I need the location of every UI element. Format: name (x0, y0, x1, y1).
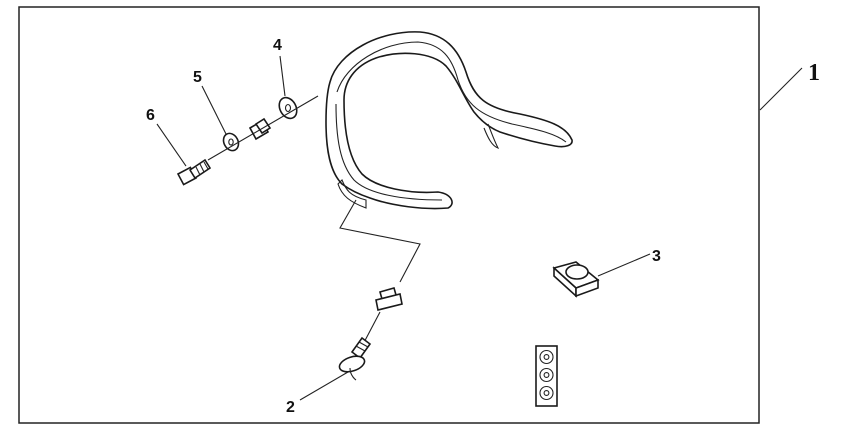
diagram-frame (18, 6, 760, 424)
callout-3: 3 (652, 248, 661, 265)
collar-bushing (248, 117, 272, 141)
grab-rail (325, 31, 573, 210)
bolt-long (176, 158, 212, 186)
assembly-connector (339, 199, 421, 283)
nut-block (552, 261, 600, 298)
spacer-strip (535, 345, 558, 407)
callout-5: 5 (193, 69, 202, 86)
assembly-axis-upper (207, 95, 319, 161)
flat-washer (222, 132, 240, 152)
leader-line-4 (279, 55, 286, 97)
callout-1: 1 (808, 60, 820, 86)
leader-line-2 (299, 371, 349, 401)
rubber-washer (278, 96, 298, 120)
leader-line-3 (597, 253, 651, 277)
callout-6: 6 (146, 107, 155, 124)
lower-bushing (375, 287, 403, 311)
callout-2: 2 (286, 399, 295, 416)
bolt-short (338, 336, 372, 381)
callout-4: 4 (273, 37, 282, 54)
leader-line-1 (759, 67, 803, 111)
leader-line-6 (156, 123, 187, 167)
leader-line-5 (201, 85, 227, 135)
